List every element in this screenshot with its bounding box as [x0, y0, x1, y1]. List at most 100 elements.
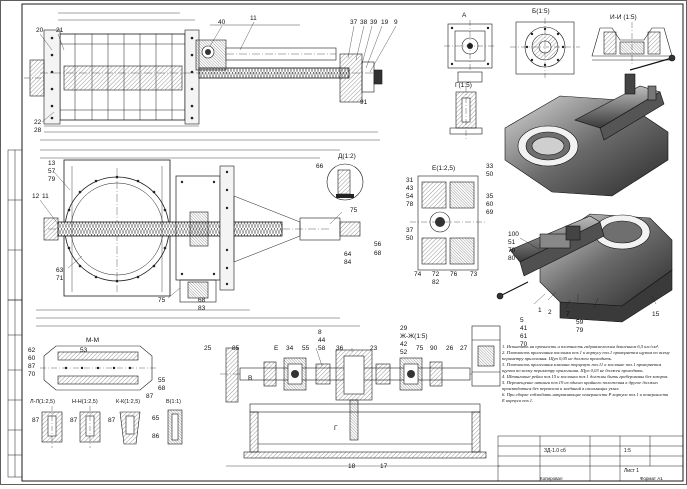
callout-35: 35 [486, 193, 494, 200]
label-section-a: А [462, 12, 467, 19]
callout-33: 33 [486, 163, 494, 170]
section-mm [40, 345, 156, 391]
callout-66: 66 [316, 163, 324, 170]
front-view [36, 149, 361, 327]
callout-25: 25 [204, 345, 212, 352]
callout-letter-g: Г [334, 425, 338, 432]
section-ii [591, 22, 673, 64]
title-scale: 1:5 [624, 448, 631, 454]
callout-22: 22 [34, 119, 42, 126]
callout-80: 80 [508, 255, 516, 262]
callout-87b: 87 [146, 393, 154, 400]
title-footer: Копировал [540, 476, 563, 481]
callout-70a: 70 [508, 247, 516, 254]
label-section-kk: К-К(1:2,5) [116, 399, 140, 405]
callout-54: 54 [406, 193, 414, 200]
callout-56: 56 [374, 241, 382, 248]
callout-37: 37 [350, 19, 358, 26]
callout-71: 71 [56, 275, 64, 282]
detail-e [410, 175, 486, 271]
callout-19: 19 [381, 19, 389, 26]
note-4: 4. Штанговые рейки поз.15 и заслонки поз… [502, 374, 669, 379]
label-section-nn: Н-Н(1:2,5) [72, 399, 98, 405]
callout-8: 8 [318, 329, 322, 336]
callout-letter-v: В [248, 375, 252, 382]
callout-68b: 68 [374, 250, 382, 257]
section-g [449, 86, 483, 140]
callout-79b: 79 [576, 327, 584, 334]
callout-68a: 68 [198, 297, 206, 304]
callout-17: 17 [380, 463, 388, 470]
isometric-render-bottom [496, 213, 673, 323]
section-nn [79, 406, 101, 448]
callout-11b: 11 [42, 193, 49, 200]
callout-61: 61 [520, 333, 528, 340]
section-ll [41, 406, 63, 448]
callout-84: 84 [344, 259, 352, 266]
callout-31: 31 [406, 177, 414, 184]
callout-50a: 50 [486, 171, 494, 178]
callout-75b: 75 [350, 207, 358, 214]
top-longitudinal-view [24, 12, 383, 141]
callout-60b: 60 [28, 355, 36, 362]
callout-76: 76 [450, 271, 458, 278]
callout-52: 52 [400, 349, 408, 356]
callout-74: 74 [414, 271, 422, 278]
callout-51: 51 [508, 239, 516, 246]
note-1: 1. Испытать на прочность и плотность гид… [502, 344, 660, 349]
callout-91: 91 [360, 99, 368, 106]
section-kk [119, 411, 141, 445]
callout-36: 36 [336, 345, 344, 352]
callout-64: 64 [344, 251, 352, 258]
label-section-zhzh: Ж-Ж(1:5) [400, 333, 428, 340]
label-section-g: Г(1:5) [455, 82, 472, 89]
callout-13: 13 [48, 160, 56, 167]
callout-43: 43 [406, 185, 414, 192]
label-section-mm: М-М [86, 337, 99, 344]
callout-7: 7 [566, 311, 570, 318]
callout-69: 69 [486, 209, 494, 216]
callout-58: 58 [318, 345, 326, 352]
callout-23: 23 [370, 345, 378, 352]
labels: А Б(1:5) И-И (1:5) Г(1:5) Д(1:2) Е(1:2,5… [28, 8, 663, 481]
callout-53: 53 [80, 347, 88, 354]
isometric-render-top [504, 54, 676, 197]
callout-letter-e: Е [274, 345, 279, 352]
label-section-ll: Л-Л(1:2,5) [30, 399, 55, 405]
callout-87-ll: 87 [32, 417, 40, 424]
callout-27: 27 [460, 345, 468, 352]
title-format: Формат А1 [640, 476, 663, 481]
callout-59: 59 [576, 319, 584, 326]
callout-87a: 87 [28, 363, 36, 370]
callout-18: 18 [348, 463, 356, 470]
callout-20: 20 [36, 27, 44, 34]
label-section-d: Д(1:2) [338, 153, 356, 160]
callout-38: 38 [360, 19, 368, 26]
callout-5: 5 [520, 317, 524, 324]
label-section-ii: И-И (1:5) [610, 14, 637, 21]
callout-29: 29 [400, 325, 408, 332]
callout-73: 73 [470, 271, 478, 278]
note-3: 3. Плотность прилегания клапана торцевую… [502, 362, 662, 373]
callout-1: 1 [538, 307, 542, 314]
callout-86: 86 [152, 433, 160, 440]
callout-9: 9 [394, 19, 398, 26]
note-6: 6. При сборке соблюдать направляющие пов… [502, 392, 669, 403]
callout-37b: 37 [406, 227, 414, 234]
callout-2: 2 [548, 309, 552, 316]
callout-21: 21 [56, 27, 64, 34]
callout-15: 15 [652, 311, 660, 318]
section-b [510, 18, 580, 78]
callout-12: 12 [32, 193, 40, 200]
section-v [167, 409, 183, 445]
callout-75c: 75 [416, 345, 424, 352]
callout-60: 60 [486, 201, 494, 208]
callout-28: 28 [34, 127, 42, 134]
callout-34: 34 [286, 345, 294, 352]
callout-40: 40 [218, 19, 226, 26]
callout-79: 79 [48, 176, 56, 183]
detail-d [326, 163, 364, 201]
label-section-e: Е(1:2,5) [432, 165, 455, 172]
